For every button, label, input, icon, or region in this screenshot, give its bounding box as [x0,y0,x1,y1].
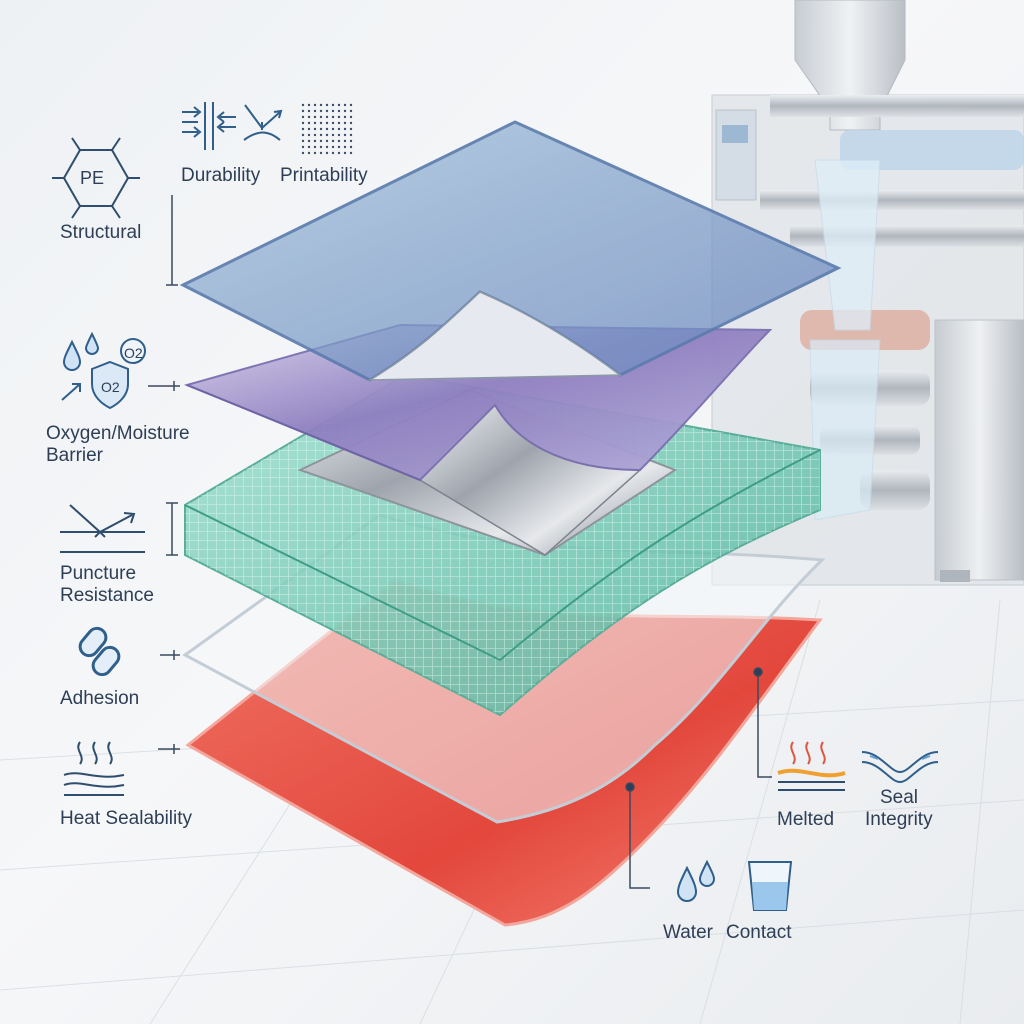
barrier-label-line1: Oxygen/Moisture [46,423,190,444]
melted-label: Melted [777,809,835,830]
chain-link-icon [78,626,121,677]
pe-hexagon-icon [52,137,140,219]
structural-label: Structural [60,222,142,243]
barrier-label-line2: Barrier [46,445,104,466]
water-glass-icon [747,861,793,911]
structural-layer [179,120,842,382]
adhesion-label: Adhesion [60,688,140,709]
heat-waves-icon [63,741,125,796]
o2-label-a: O2 [124,345,143,361]
pe-badge-label: PE [80,168,105,188]
water-drops-icon [676,859,716,902]
leader-lines [148,195,772,889]
melted-layer-icon [777,741,846,791]
durability-label: Durability [181,165,261,186]
seal-label-line2: Integrity [865,809,933,830]
o2-label-b: O2 [101,379,120,395]
printability-label: Printability [280,165,368,186]
seal-label-line1: Seal [880,787,919,808]
contact-label: Contact [726,922,792,943]
dot-grid-icon [300,102,354,156]
seal-integrity-icon [861,751,939,784]
puncture-arrow-icon [60,504,145,553]
impact-arrows-icon [182,102,236,150]
puncture-label-line1: Puncture [60,563,137,584]
water-label: Water [663,922,713,943]
heat-sealability-label: Heat Sealability [60,808,193,829]
impact-deflect-icon [243,104,283,141]
droplets-shield-o2-icon [61,331,146,410]
puncture-label-line2: Resistance [60,585,154,606]
